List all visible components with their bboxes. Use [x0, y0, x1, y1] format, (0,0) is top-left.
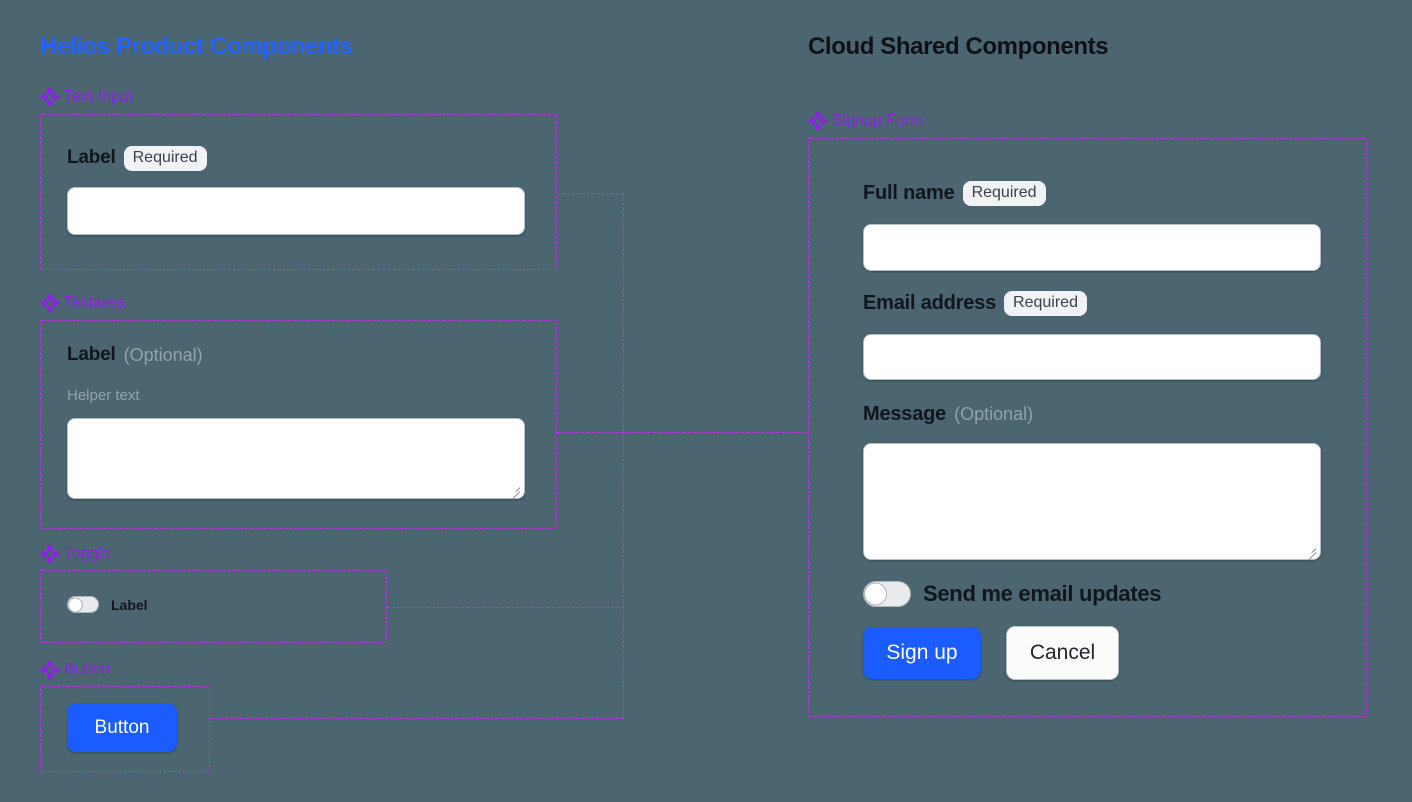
email-input[interactable] [863, 334, 1321, 380]
section-label-text: Signup Form [832, 112, 924, 129]
toggle-knob [864, 582, 887, 606]
component-frame-toggle [40, 570, 387, 643]
field-label-text: Email address [863, 291, 997, 314]
page-title-right: Cloud Shared Components [808, 33, 1109, 60]
section-label-button: Button [40, 660, 111, 680]
cancel-button[interactable]: Cancel [1006, 626, 1119, 680]
component-frame-signup-form [808, 138, 1367, 717]
toggle-row-demo: Label [67, 596, 148, 613]
toggle-knob [68, 597, 83, 612]
field-label-text: Message [863, 403, 947, 425]
status-badge-required: Required [123, 146, 207, 171]
field-label-email: Email address Required [863, 291, 1087, 316]
demo-button[interactable]: Button [67, 703, 177, 752]
toggle-label-email-updates: Send me email updates [923, 581, 1162, 606]
field-label-text: Label [67, 344, 116, 365]
diamond-component-icon [40, 293, 60, 313]
field-label-text: Label [67, 147, 116, 169]
field-label-text-input: Label Required [67, 146, 207, 171]
toggle-switch-email-updates[interactable] [863, 581, 911, 607]
field-optional-text: (Optional) [954, 404, 1034, 424]
section-label-text: Textarea [64, 294, 126, 311]
section-label-text: Button [64, 661, 111, 678]
field-label-text: Full name [863, 181, 955, 204]
diamond-component-icon [808, 111, 828, 131]
status-badge-required: Required [1004, 291, 1087, 316]
section-label-text: Text Input [64, 88, 134, 105]
toggle-label-demo: Label [111, 596, 148, 613]
diamond-component-icon [40, 544, 60, 564]
resize-grip-icon[interactable] [1304, 544, 1317, 561]
field-helper-text: Helper text [67, 387, 140, 404]
field-label-textarea: Label (Optional) [67, 344, 203, 366]
section-label-signup-form: Signup Form [808, 111, 924, 131]
field-label-full-name: Full name Required [863, 181, 1046, 206]
diamond-component-icon [40, 660, 60, 680]
resize-grip-icon[interactable] [508, 483, 521, 500]
text-input-field[interactable] [67, 187, 525, 235]
diamond-component-icon [40, 87, 60, 107]
connector-toggle [387, 607, 624, 608]
textarea-field-wrapper[interactable] [67, 418, 525, 500]
field-optional-text: (Optional) [123, 344, 203, 365]
full-name-input[interactable] [863, 224, 1321, 271]
section-label-text-input: Text Input [40, 87, 134, 107]
section-label-toggle: Toggle [40, 544, 112, 564]
connector-textarea [557, 432, 624, 433]
component-frame-button [40, 686, 210, 772]
sign-up-button[interactable]: Sign up [863, 627, 981, 679]
field-label-message: Message (Optional) [863, 403, 1033, 426]
component-frame-textarea [40, 320, 557, 529]
connector-trunk-vertical [623, 193, 624, 718]
toggle-switch-demo[interactable] [67, 596, 99, 613]
connector-trunk-to-signup [623, 432, 809, 433]
component-frame-text-input [40, 114, 557, 270]
toggle-row-email-updates: Send me email updates [863, 581, 1162, 607]
section-label-textarea: Textarea [40, 293, 126, 313]
connector-button [210, 718, 624, 719]
page-title-left: Helios Product Components [40, 33, 353, 60]
message-textarea-wrapper[interactable] [863, 443, 1321, 561]
section-label-text: Toggle [64, 545, 112, 562]
status-badge-required: Required [962, 181, 1046, 206]
connector-text-input [557, 193, 624, 194]
